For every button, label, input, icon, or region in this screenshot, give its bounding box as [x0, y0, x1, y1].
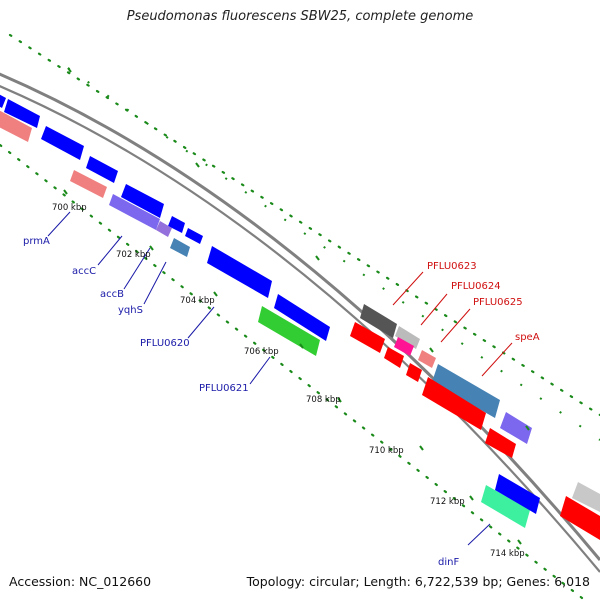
gene-label-accB: accB — [100, 289, 124, 300]
gene-reverse-silver — [572, 482, 600, 512]
accession-text: Accession: NC_012660 — [9, 574, 152, 589]
gene-forward — [41, 126, 84, 160]
gene-forward-green — [258, 306, 320, 356]
gene-label-PFLU0623: PFLU0623 — [427, 261, 477, 272]
gene-forward — [274, 294, 330, 341]
gene-reverse — [384, 347, 404, 368]
gene-forward — [121, 184, 164, 218]
gene-forward-teal — [481, 485, 530, 528]
dotted-rings — [0, 33, 600, 600]
scale-ticks — [63, 67, 530, 545]
tick-label: 714 kbp — [490, 549, 525, 559]
gene-reverse-grey — [360, 304, 397, 338]
tick-label: 710 kbp — [369, 446, 404, 456]
tick-label: 708 kbp — [306, 395, 341, 405]
tick-label: 700 kbp — [52, 203, 87, 213]
gene-labels: prmA accC accB yqhS PFLU0620 PFLU0621 di… — [23, 236, 540, 568]
tick-label: 704 kbp — [180, 296, 215, 306]
gene-reverse-purple — [500, 412, 532, 444]
tick-label: 706 kbp — [244, 347, 279, 357]
gene-forward-steelblue — [170, 238, 190, 257]
gene-forward — [207, 246, 272, 298]
gene-forward-purple — [109, 194, 160, 230]
gene-reverse-steelblue — [432, 364, 500, 418]
gene-reverse — [560, 496, 600, 540]
gene-reverse — [406, 363, 422, 382]
tick-labels: 700 kbp 702 kbp 704 kbp 706 kbp 708 kbp … — [52, 203, 525, 559]
leader-lines — [47, 211, 491, 546]
gene-label-accC: accC — [72, 266, 96, 277]
gene-reverse-silver — [395, 326, 420, 349]
gene-forward — [4, 99, 40, 128]
gene-label-dinF: dinF — [438, 557, 459, 568]
gene-forward-pink — [70, 170, 107, 198]
gene-reverse — [422, 377, 486, 430]
gene-forward-purple — [156, 221, 172, 237]
gene-forward — [185, 228, 203, 244]
gene-reverse-pink — [418, 350, 436, 368]
gene-forward — [86, 156, 118, 183]
gene-forward — [495, 474, 540, 514]
leader-lines-reverse — [392, 271, 513, 377]
forward-genes — [0, 94, 540, 528]
gene-label-speA: speA — [515, 332, 540, 343]
gene-label-PFLU0621: PFLU0621 — [199, 383, 249, 394]
gene-label-PFLU0625: PFLU0625 — [473, 297, 523, 308]
gene-label-yqhS: yqhS — [118, 305, 143, 316]
map-title: Pseudomonas fluorescens SBW25, complete … — [126, 9, 474, 24]
gene-forward — [168, 216, 185, 233]
gene-reverse — [485, 428, 516, 458]
gene-label-PFLU0620: PFLU0620 — [140, 338, 190, 349]
gene-reverse-magenta — [394, 337, 414, 356]
gene-label-prmA: prmA — [23, 236, 50, 247]
genome-summary-text: Topology: circular; Length: 6,722,539 bp… — [246, 574, 590, 589]
reverse-genes — [350, 304, 600, 540]
gene-forward-pink — [0, 110, 32, 142]
gene-label-PFLU0624: PFLU0624 — [451, 281, 501, 292]
tick-label: 702 kbp — [116, 250, 151, 260]
gene-reverse — [350, 322, 385, 353]
backbone — [0, 72, 600, 573]
tick-label: 712 kbp — [430, 497, 465, 507]
gene-forward — [0, 94, 6, 108]
